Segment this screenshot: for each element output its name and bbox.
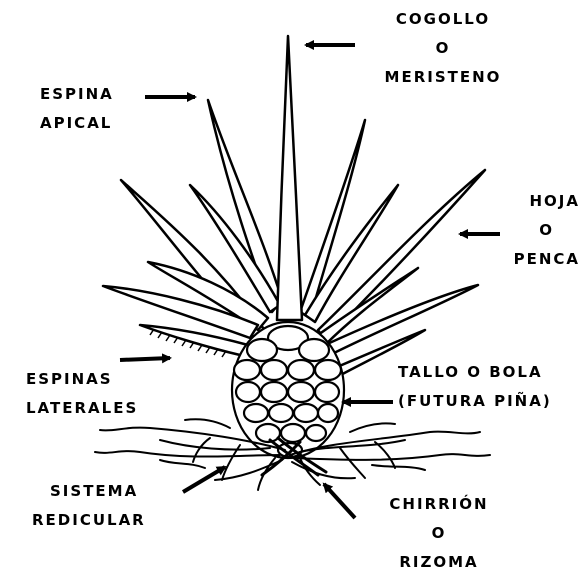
label-cogollo-line2: O <box>368 34 518 63</box>
label-espinas-laterales-line1: ESPINAS <box>26 365 138 394</box>
label-cogollo-line3: MERISTENO <box>368 63 518 92</box>
label-cogollo: COGOLLO O MERISTENO <box>368 5 518 92</box>
label-hoja: HOJA O PENCA <box>470 187 580 274</box>
label-cogollo-line1: COGOLLO <box>368 5 518 34</box>
label-espinas-laterales-line2: LATERALES <box>26 394 138 423</box>
label-espina-apical-line1: ESPINA <box>40 80 114 109</box>
leaf-center-spike <box>277 36 302 320</box>
label-chirrion-line2: O <box>376 519 502 548</box>
label-sistema-line2: REDICULAR <box>32 506 146 535</box>
label-espina-apical-line2: APICAL <box>40 109 114 138</box>
label-espinas-laterales: ESPINAS LATERALES <box>26 365 138 423</box>
label-sistema-line1: SISTEMA <box>32 477 146 506</box>
label-chirrion-line1: CHIRRIÓN <box>376 490 502 519</box>
label-tallo-line1: TALLO O BOLA <box>398 358 552 387</box>
label-chirrion: CHIRRIÓN O RIZOMA <box>376 490 502 572</box>
stem-ball <box>232 322 344 458</box>
label-espina-apical: ESPINA APICAL <box>40 80 114 138</box>
label-tallo-line2: (FUTURA PIÑA) <box>398 387 552 416</box>
label-sistema: SISTEMA REDICULAR <box>32 477 146 535</box>
arrow-espinas-laterales <box>120 358 170 360</box>
label-chirrion-line3: RIZOMA <box>376 548 502 572</box>
label-hoja-line1: HOJA <box>470 187 580 216</box>
label-hoja-line2: O <box>470 216 580 245</box>
arrow-chirrion <box>324 484 355 518</box>
label-hoja-line3: PENCA <box>470 245 580 274</box>
label-tallo: TALLO O BOLA (FUTURA PIÑA) <box>398 358 552 416</box>
